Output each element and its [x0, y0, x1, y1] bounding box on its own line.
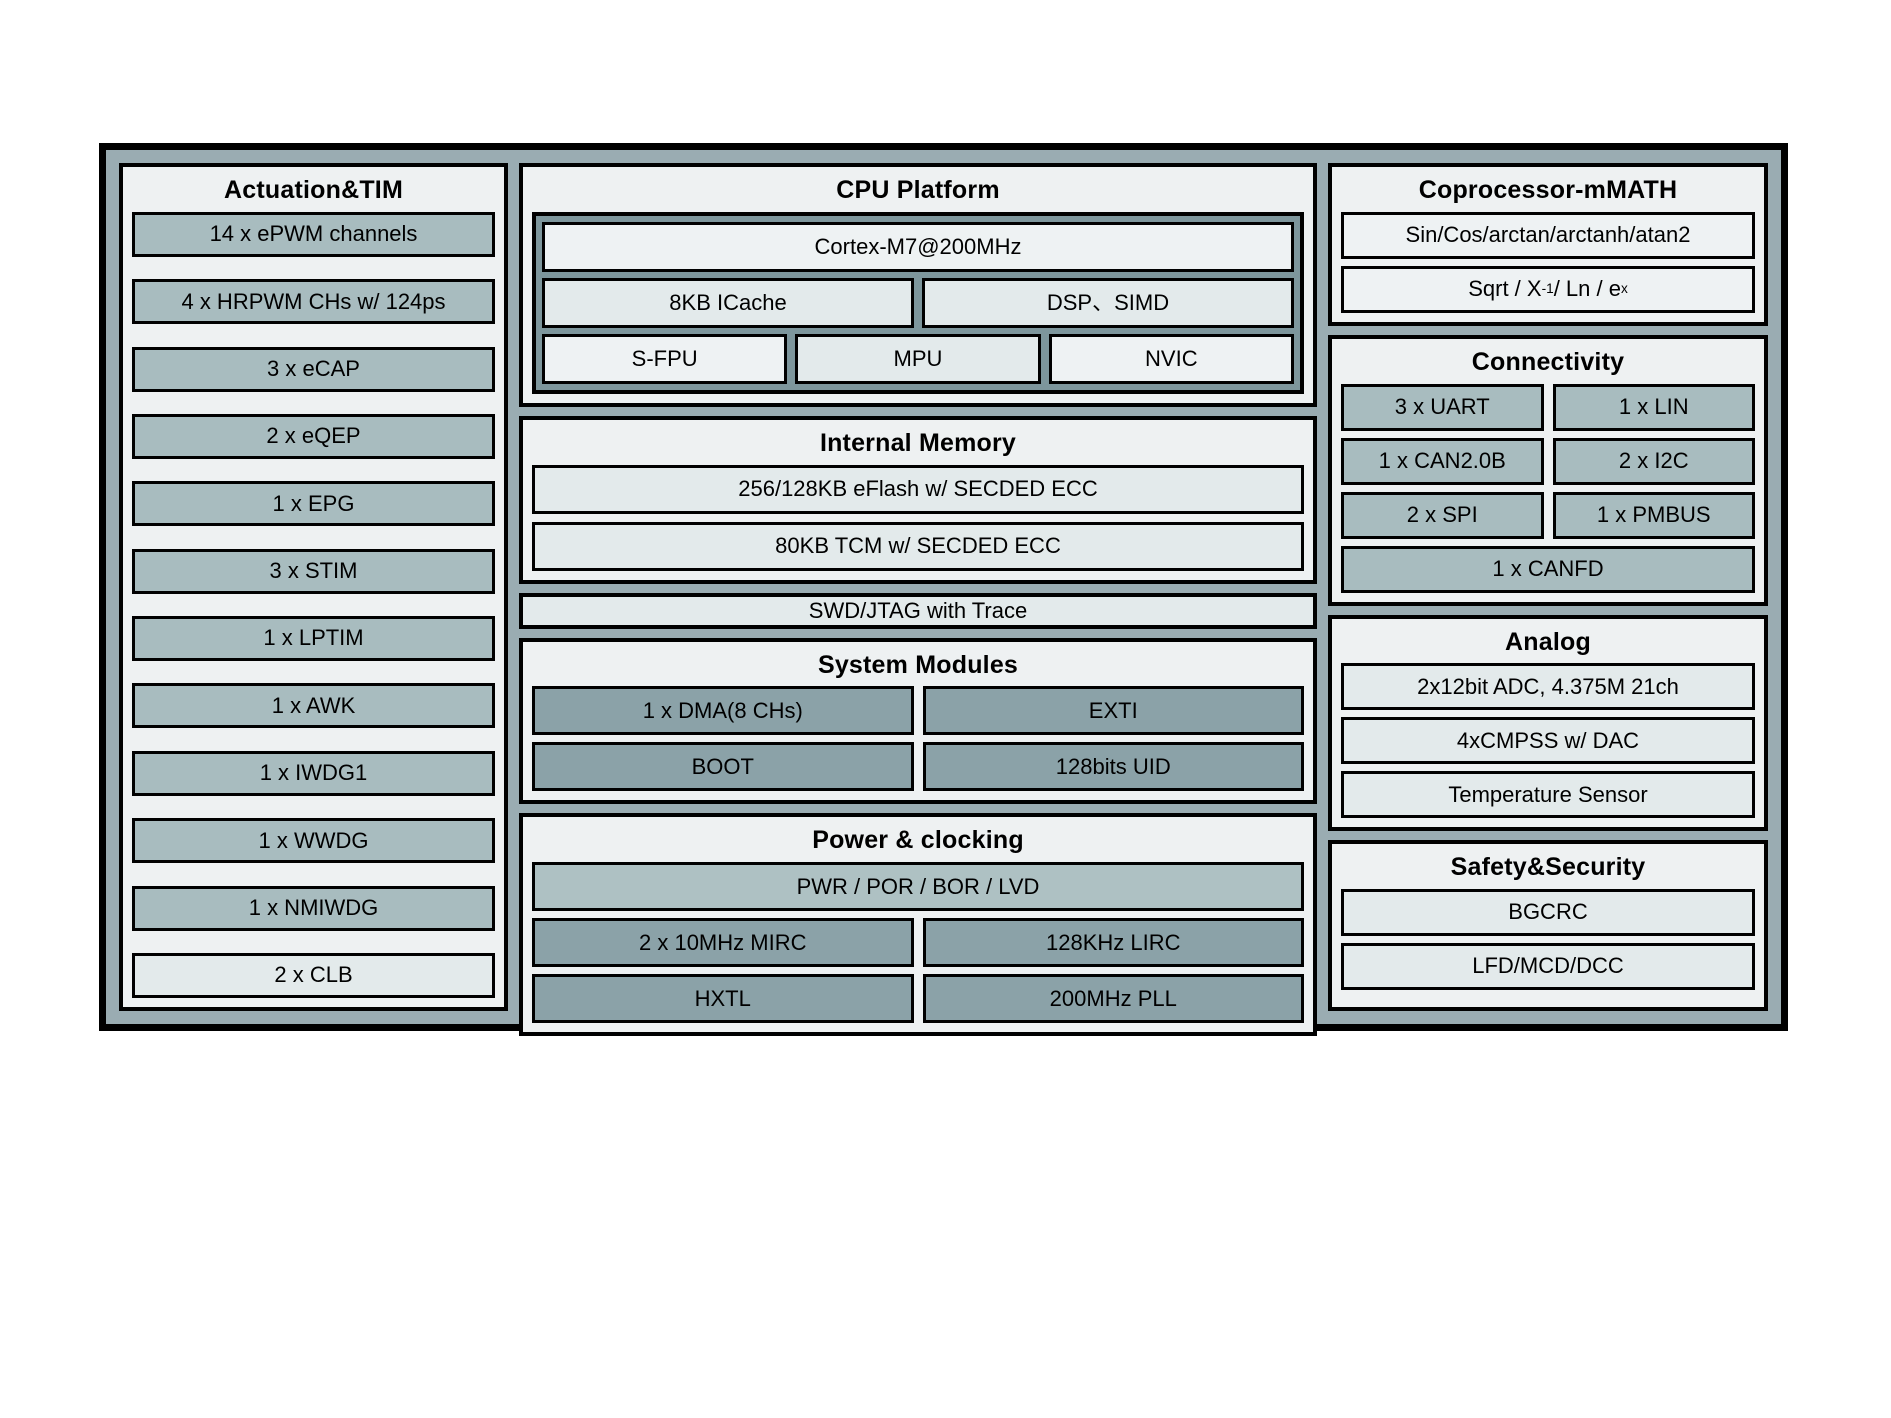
cpu-dsp-simd[interactable]: DSP、SIMD [922, 277, 1294, 328]
coprocessor-title: Coprocessor-mMATH [1418, 176, 1678, 204]
module-dma[interactable]: 1 x DMA(8 CHs) [532, 686, 914, 736]
system-modules-title: System Modules [817, 650, 1019, 679]
internal-memory-items: 256/128KB eFlash w/ SECDED ECC 80KB TCM … [532, 464, 1304, 571]
item-wwdg[interactable]: 1 x WWDG [132, 818, 495, 864]
internal-memory-panel: Internal Memory 256/128KB eFlash w/ SECD… [519, 415, 1317, 584]
clock-mirc[interactable]: 2 x 10MHz MIRC [532, 918, 914, 968]
mmath-trig[interactable]: Sin/Cos/arctan/arctanh/atan2 [1341, 211, 1755, 259]
system-modules-row-1: 1 x DMA(8 CHs) EXTI [532, 686, 1304, 736]
power-clocking-row-2: HXTL 200MHz PLL [532, 974, 1304, 1024]
cpu-core[interactable]: Cortex-M7@200MHz [542, 221, 1294, 272]
clock-pll[interactable]: 200MHz PLL [922, 974, 1304, 1024]
cpu-row-cache-dsp: 8KB ICache DSP、SIMD [542, 277, 1294, 328]
safety-security-panel: Safety&Security BGCRC LFD/MCD/DCC [1328, 840, 1768, 1011]
power-clocking-panel: Power & clocking PWR / POR / BOR / LVD 2… [519, 813, 1317, 1037]
item-iwdg1[interactable]: 1 x IWDG1 [132, 750, 495, 796]
analog-title: Analog [1505, 627, 1591, 656]
item-ecap[interactable]: 3 x eCAP [132, 346, 495, 392]
conn-i2c[interactable]: 2 x I2C [1552, 437, 1755, 485]
cpu-sfpu[interactable]: S-FPU [542, 333, 788, 384]
analog-cmpss-dac[interactable]: 4xCMPSS w/ DAC [1341, 717, 1755, 765]
item-eqep[interactable]: 2 x eQEP [132, 413, 495, 459]
conn-lin[interactable]: 1 x LIN [1552, 383, 1755, 431]
mmath-sqrt-mid: / Ln / e [1553, 276, 1621, 302]
coprocessor-panel: Coprocessor-mMATH Sin/Cos/arctan/arctanh… [1328, 163, 1768, 326]
analog-temp-sensor[interactable]: Temperature Sensor [1341, 771, 1755, 819]
safety-bgcrc[interactable]: BGCRC [1341, 889, 1755, 936]
conn-pmbus[interactable]: 1 x PMBUS [1552, 491, 1755, 539]
cpu-icache[interactable]: 8KB ICache [542, 277, 914, 328]
cpu-nvic[interactable]: NVIC [1048, 333, 1294, 384]
safety-lfd-mcd-dcc[interactable]: LFD/MCD/DCC [1341, 943, 1755, 990]
actuation-tim-title: Actuation&TIM [224, 176, 403, 204]
analog-adc[interactable]: 2x12bit ADC, 4.375M 21ch [1341, 663, 1755, 711]
middle-column: CPU Platform Cortex-M7@200MHz 8KB ICache… [519, 163, 1317, 1037]
module-uid[interactable]: 128bits UID [922, 742, 1304, 792]
connectivity-items: 3 x UART 1 x LIN 1 x CAN2.0B 2 x I2C 2 x… [1341, 383, 1755, 593]
item-epg[interactable]: 1 x EPG [132, 481, 495, 527]
cpu-row-fpu-mpu-nvic: S-FPU MPU NVIC [542, 333, 1294, 384]
safety-security-title: Safety&Security [1450, 853, 1646, 882]
safety-security-items: BGCRC LFD/MCD/DCC [1341, 889, 1755, 990]
power-clocking-title: Power & clocking [812, 826, 1024, 855]
cpu-platform-panel: CPU Platform Cortex-M7@200MHz 8KB ICache… [519, 163, 1317, 407]
analog-panel: Analog 2x12bit ADC, 4.375M 21ch 4xCMPSS … [1328, 614, 1768, 832]
module-boot[interactable]: BOOT [532, 742, 914, 792]
mmath-sqrt-prefix: Sqrt / X [1468, 276, 1542, 302]
system-modules-items: 1 x DMA(8 CHs) EXTI BOOT 128bits UID [532, 686, 1304, 792]
item-awk[interactable]: 1 x AWK [132, 683, 495, 729]
memory-tcm[interactable]: 80KB TCM w/ SECDED ECC [532, 521, 1304, 571]
item-hrpwm[interactable]: 4 x HRPWM CHs w/ 124ps [132, 279, 495, 325]
right-column: Coprocessor-mMATH Sin/Cos/arctan/arctanh… [1328, 163, 1768, 1011]
actuation-tim-panel: Actuation&TIM 14 x ePWM channels 4 x HRP… [119, 163, 508, 1011]
system-modules-row-2: BOOT 128bits UID [532, 742, 1304, 792]
cpu-mpu[interactable]: MPU [795, 333, 1041, 384]
connectivity-row-2: 1 x CAN2.0B 2 x I2C [1341, 437, 1755, 485]
actuation-tim-items: 14 x ePWM channels 4 x HRPWM CHs w/ 124p… [132, 211, 495, 998]
conn-spi[interactable]: 2 x SPI [1341, 491, 1544, 539]
conn-can20b[interactable]: 1 x CAN2.0B [1341, 437, 1544, 485]
internal-memory-title: Internal Memory [819, 428, 1017, 457]
left-column: Actuation&TIM 14 x ePWM channels 4 x HRP… [119, 163, 508, 1011]
conn-canfd[interactable]: 1 x CANFD [1341, 545, 1755, 593]
item-nmiwdg[interactable]: 1 x NMIWDG [132, 885, 495, 931]
item-lptim[interactable]: 1 x LPTIM [132, 616, 495, 661]
analog-items: 2x12bit ADC, 4.375M 21ch 4xCMPSS w/ DAC … [1341, 663, 1755, 819]
conn-uart[interactable]: 3 x UART [1341, 383, 1544, 431]
power-pwr-por-bor-lvd[interactable]: PWR / POR / BOR / LVD [532, 862, 1304, 912]
connectivity-row-1: 3 x UART 1 x LIN [1341, 383, 1755, 431]
chip-block-diagram: Actuation&TIM 14 x ePWM channels 4 x HRP… [99, 143, 1788, 1037]
cpu-platform-title: CPU Platform [836, 176, 1000, 204]
swd-jtag-trace[interactable]: SWD/JTAG with Trace [519, 592, 1317, 629]
memory-eflash[interactable]: 256/128KB eFlash w/ SECDED ECC [532, 464, 1304, 514]
connectivity-title: Connectivity [1471, 347, 1625, 376]
connectivity-row-3: 2 x SPI 1 x PMBUS [1341, 491, 1755, 539]
item-clb[interactable]: 2 x CLB [132, 952, 495, 998]
power-clocking-row-1: 2 x 10MHz MIRC 128KHz LIRC [532, 918, 1304, 968]
connectivity-panel: Connectivity 3 x UART 1 x LIN 1 x CAN2.0… [1328, 334, 1768, 606]
module-exti[interactable]: EXTI [922, 686, 1304, 736]
power-clocking-items: PWR / POR / BOR / LVD 2 x 10MHz MIRC 128… [532, 862, 1304, 1024]
coprocessor-items: Sin/Cos/arctan/arctanh/atan2 Sqrt / X-1 … [1341, 211, 1755, 313]
clock-hxtl[interactable]: HXTL [532, 974, 914, 1024]
clock-lirc[interactable]: 128KHz LIRC [922, 918, 1304, 968]
system-modules-panel: System Modules 1 x DMA(8 CHs) EXTI BOOT … [519, 637, 1317, 805]
item-epwm[interactable]: 14 x ePWM channels [132, 211, 495, 257]
cpu-core-group: Cortex-M7@200MHz 8KB ICache DSP、SIMD S-F… [532, 211, 1304, 394]
item-stim[interactable]: 3 x STIM [132, 548, 495, 594]
